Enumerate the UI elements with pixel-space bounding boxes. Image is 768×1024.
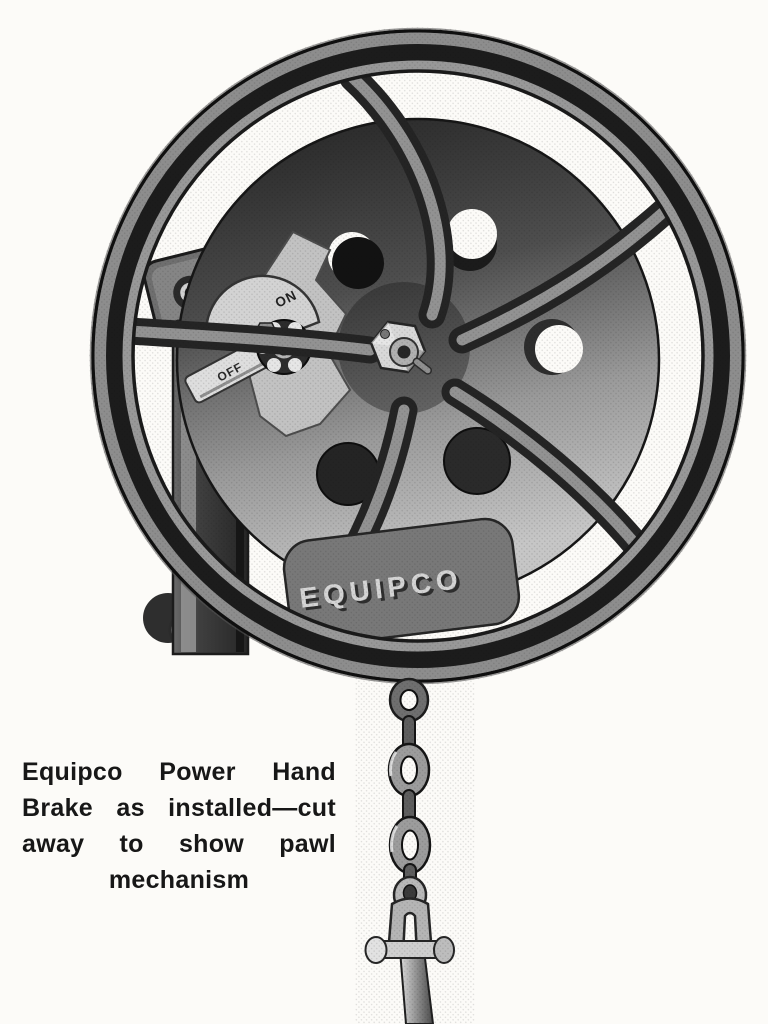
caption-word: pawl (279, 830, 336, 858)
caption-word: Power (159, 758, 236, 786)
caption-word: Equipco (22, 758, 123, 786)
caption-word: show (178, 830, 245, 858)
caption-word: Hand (272, 758, 336, 786)
caption-word: mechanism (108, 866, 250, 894)
caption-word: as (116, 794, 145, 822)
caption-line: Equipco Power Hand (22, 754, 336, 790)
caption-word: Brake (22, 794, 93, 822)
caption-line: mechanism (22, 862, 336, 898)
caption-line: away to show pawl (22, 826, 336, 862)
caption-word: installed—cut (168, 794, 336, 822)
caption-word: away (22, 830, 85, 858)
caption-word: to (119, 830, 144, 858)
caption-line: Brake as installed—cut (22, 790, 336, 826)
caption: Equipco Power Hand Brake as installed—cu… (22, 754, 336, 898)
